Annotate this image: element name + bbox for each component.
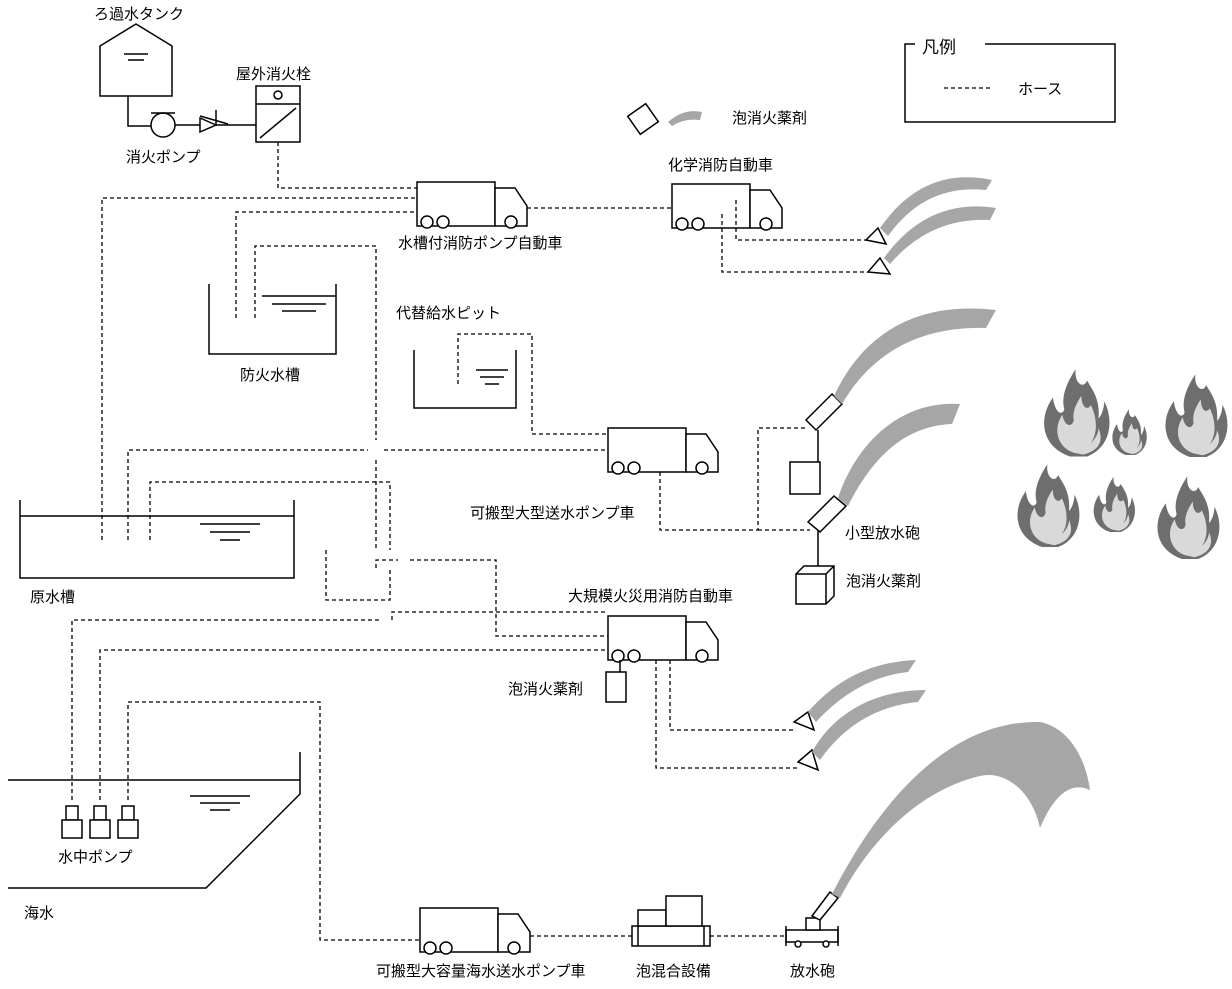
fire-cistern-label: 防火水槽 xyxy=(240,366,300,384)
chemical-fire-engine-label: 化学消防自動車 xyxy=(668,156,773,174)
foam-mixing-equipment-label: 泡混合設備 xyxy=(636,962,711,980)
truck-icon xyxy=(671,183,783,231)
large-fire-engine-label: 大規模火災用消防自動車 xyxy=(568,587,733,605)
monitor-upper xyxy=(804,308,996,432)
foam-container-icon xyxy=(789,461,821,495)
foam-agent-mid-label: 泡消火薬剤 xyxy=(846,572,921,590)
nozzle-chem-1 xyxy=(864,177,992,246)
foam-container-icon xyxy=(795,565,835,605)
legend: 凡例 ホース xyxy=(904,38,1116,123)
chemical-fire-engine: 化学消防自動車 xyxy=(668,156,783,231)
portable-seawater-pump-truck: 可搬型大容量海水送水ポンプ車 xyxy=(376,907,586,980)
flame-icon xyxy=(1044,369,1110,457)
truck-icon xyxy=(419,907,531,955)
submersible-pump-label: 水中ポンプ xyxy=(58,848,133,866)
foam-container-icon xyxy=(626,102,660,136)
flame-icon xyxy=(1157,476,1220,559)
flame-icon xyxy=(1017,464,1080,547)
small-monitor: 小型放水砲 xyxy=(806,403,960,542)
foam-agent-low: 泡消火薬剤 xyxy=(508,671,627,703)
submersible-pump-icon xyxy=(117,805,139,839)
foam-agent-top: 泡消火薬剤 xyxy=(626,102,807,136)
alt-water-pit-label: 代替給水ピット xyxy=(396,304,501,322)
foam-mixing-equipment: 泡混合設備 xyxy=(631,895,711,980)
flame-icon xyxy=(1093,476,1135,532)
portable-large-pump-truck-label: 可搬型大型送水ポンプ車 xyxy=(470,504,635,522)
nozzle-icon xyxy=(792,710,816,732)
nozzle-chem-2 xyxy=(866,206,996,275)
outdoor-hydrant: 屋外消火栓 xyxy=(236,65,311,143)
sea-water: 海水 xyxy=(8,752,301,922)
filtered-water-tank-label: ろ過水タンク xyxy=(94,5,184,23)
submersible-pumps: 水中ポンプ xyxy=(58,805,139,866)
foam-agent-mid: 泡消火薬剤 xyxy=(795,565,921,605)
nozzle-large-1 xyxy=(792,660,916,732)
fire-pump: 消火ポンプ xyxy=(126,112,201,166)
large-fire-engine: 大規模火災用消防自動車 xyxy=(568,587,733,663)
portable-large-pump-truck: 可搬型大型送水ポンプ車 xyxy=(470,427,719,522)
hydrant-icon xyxy=(255,85,301,143)
nozzle-icon xyxy=(866,256,892,275)
flame-icon xyxy=(1112,409,1147,455)
water-cannon: 放水砲 xyxy=(785,721,1090,980)
pump-icon xyxy=(150,112,176,138)
raw-water-tank-label: 原水槽 xyxy=(30,588,75,606)
legend-hose-label: ホース xyxy=(1018,80,1062,98)
sea-water-label: 海水 xyxy=(24,904,54,922)
truck-icon xyxy=(607,427,719,475)
legend-title: 凡例 xyxy=(922,38,956,58)
tank-pump-engine: 水槽付消防ポンプ自動車 xyxy=(398,181,563,252)
outdoor-hydrant-label: 屋外消火栓 xyxy=(236,65,311,83)
nozzle-icon xyxy=(864,226,888,246)
small-monitor-label: 小型放水砲 xyxy=(845,524,920,542)
nozzle-large-2 xyxy=(796,690,926,772)
submersible-pump-icon xyxy=(89,805,111,839)
portable-seawater-pump-truck-label: 可搬型大容量海水送水ポンプ車 xyxy=(376,962,586,980)
foam-container-icon xyxy=(605,671,627,703)
fire-pump-label: 消火ポンプ xyxy=(126,148,201,166)
foam-agent-top-label: 泡消火薬剤 xyxy=(732,109,807,127)
filtered-water-tank: ろ過水タンク xyxy=(94,5,184,97)
raw-water-tank: 原水槽 xyxy=(19,500,295,606)
nozzle-icon xyxy=(806,494,848,534)
truck-icon xyxy=(607,615,719,663)
alt-water-pit: 代替給水ピット xyxy=(396,304,517,409)
foam-agent-low-label: 泡消火薬剤 xyxy=(508,680,583,698)
flame-icon xyxy=(1165,374,1228,457)
truck-icon xyxy=(416,181,528,229)
water-cannon-icon xyxy=(785,890,840,948)
tank-pump-engine-label: 水槽付消防ポンプ自動車 xyxy=(398,234,563,252)
fire xyxy=(1017,369,1228,559)
water-cannon-label: 放水砲 xyxy=(790,962,835,980)
check-valve-icon xyxy=(199,110,229,134)
nozzle-icon xyxy=(796,748,820,772)
nozzle-icon xyxy=(804,392,844,432)
fire-cistern: 防火水槽 xyxy=(208,284,337,384)
submersible-pump-icon xyxy=(61,805,83,839)
